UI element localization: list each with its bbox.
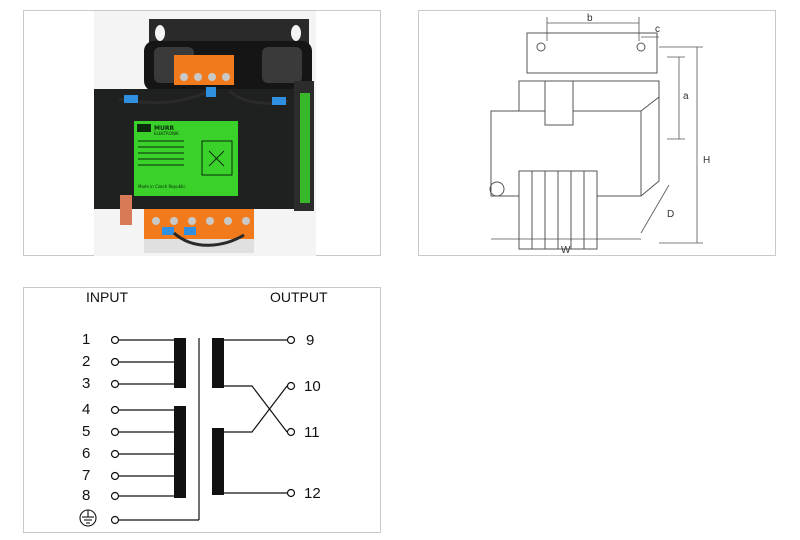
bottom-terminal-block (144, 209, 254, 243)
input-terminal-label: 5 (82, 423, 90, 440)
dim-label-h: H (703, 155, 710, 166)
output-cross-wire-b (224, 385, 288, 433)
input-title: INPUT (86, 289, 128, 305)
made-in-text: Made in Czech Republic (138, 184, 186, 189)
earth-terminal (120, 195, 132, 225)
terminal-circle (110, 471, 120, 481)
product-photo-panel: MURR ELEKTRONIK Made in Czech Republic (23, 10, 381, 256)
mounting-plate (526, 32, 658, 74)
output-terminal-label: 12 (304, 485, 321, 502)
dimension-drawing: b c a H D W (489, 13, 710, 256)
input-terminal-label: 1 (82, 331, 90, 348)
side-label (300, 93, 310, 203)
terminal-circle (286, 488, 296, 498)
input-terminal-label: 2 (82, 353, 90, 370)
primary-winding-2 (174, 406, 186, 498)
terminal-circle (286, 427, 296, 437)
terminal-circle (286, 335, 296, 345)
top-terminal-outline (544, 80, 574, 126)
terminal-circle (110, 427, 120, 437)
mounting-hole-right (291, 25, 301, 41)
blue-connector (124, 95, 138, 103)
terminal-circle (110, 491, 120, 501)
dim-line-d (640, 184, 670, 234)
secondary-winding-2 (212, 428, 224, 495)
terminal-circle (110, 449, 120, 459)
dimension-drawing-panel: b c a H D W (418, 10, 776, 256)
input-terminal-label: 8 (82, 487, 90, 504)
terminal-circle (110, 405, 120, 415)
secondary-winding-1 (212, 338, 224, 388)
terminal-circle (110, 379, 120, 389)
coil-outline (518, 80, 660, 112)
input-terminal-label: 6 (82, 445, 90, 462)
input-terminal-label: 7 (82, 467, 90, 484)
terminal-circle (110, 515, 120, 525)
brand-subtitle: ELEKTRONIK (154, 131, 179, 136)
terminal-circle (110, 357, 120, 367)
transformer-photo: MURR ELEKTRONIK Made in Czech Republic (94, 19, 314, 253)
primary-winding-1 (174, 338, 186, 388)
output-terminal-label: 10 (304, 378, 321, 395)
input-terminal-label: 3 (82, 375, 90, 392)
output-terminal-label: 9 (306, 332, 314, 349)
terminal-circle (110, 335, 120, 345)
dim-label-d: D (667, 209, 674, 220)
input-terminal-label: 4 (82, 401, 90, 418)
earth-ground-icon (79, 509, 97, 527)
dim-label-a: a (683, 91, 689, 102)
dim-label-w: W (561, 245, 571, 256)
brand-name: MURR (154, 125, 174, 132)
mounting-hole-left (155, 25, 165, 41)
terminal-circle (286, 381, 296, 391)
output-terminal-label: 11 (304, 424, 320, 441)
output-cross-wire-a (224, 385, 288, 433)
output-title: OUTPUT (270, 289, 328, 305)
wiring-diagram: INPUT OUTPUT 1 2 3 4 5 6 7 8 (79, 289, 328, 527)
dim-label-c: c (655, 24, 660, 35)
wiring-diagram-panel: INPUT OUTPUT 1 2 3 4 5 6 7 8 (23, 287, 381, 533)
dim-label-b: b (587, 13, 593, 24)
